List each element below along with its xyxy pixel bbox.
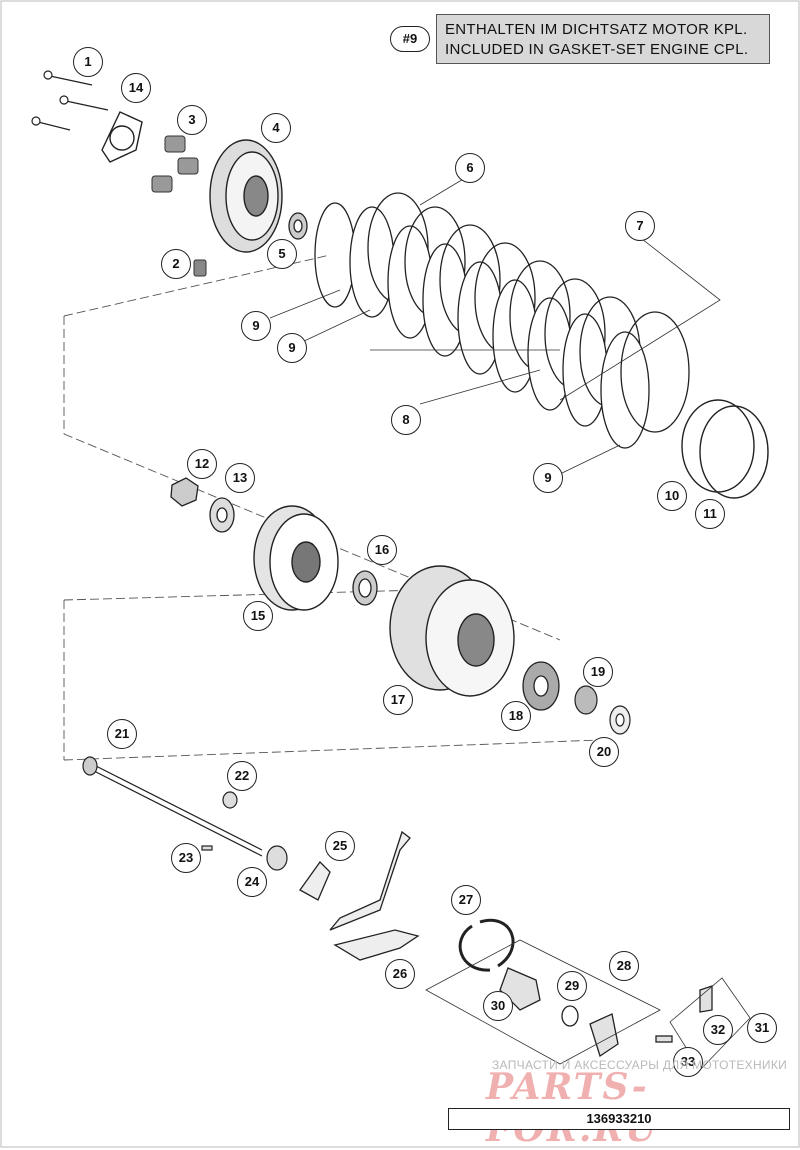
callout-29: 29	[557, 971, 587, 1001]
watermark-shop-text: ЗАПЧАСТИ И АКСЕССУАРЫ ДЛЯ МОТОТЕХНИКИ	[492, 1058, 788, 1072]
callout-9: 9	[241, 311, 271, 341]
gasket-set-note: ENTHALTEN IM DICHTSATZ MOTOR KPL. INCLUD…	[436, 14, 770, 64]
callout-25: 25	[325, 831, 355, 861]
callout-6: 6	[455, 153, 485, 183]
callout-12: 12	[187, 449, 217, 479]
callout-22: 22	[227, 761, 257, 791]
gear	[522, 661, 560, 711]
clutch-plates	[314, 192, 690, 449]
washer	[209, 497, 235, 533]
callout-9: 9	[277, 333, 307, 363]
callout-33: 33	[673, 1047, 703, 1077]
callout-14: 14	[121, 73, 151, 103]
callout-31: 31	[747, 1013, 777, 1043]
clutch-springs	[151, 135, 199, 193]
outer-basket	[389, 565, 515, 697]
callout-23: 23	[171, 843, 201, 873]
callout-17: 17	[383, 685, 413, 715]
release-lever	[299, 830, 420, 961]
callout-24: 24	[237, 867, 267, 897]
drawing-reference-number: 136933210	[448, 1108, 790, 1130]
callout-8: 8	[391, 405, 421, 435]
callout-7: 7	[625, 211, 655, 241]
leader-lines	[269, 174, 721, 475]
spacer-washer	[609, 705, 631, 735]
gasket-set-badge: #9	[390, 26, 430, 52]
note-line-german: ENTHALTEN IM DICHTSATZ MOTOR KPL.	[445, 21, 748, 38]
callout-3: 3	[177, 105, 207, 135]
callout-32: 32	[703, 1015, 733, 1045]
callout-18: 18	[501, 701, 531, 731]
push-rod	[82, 756, 263, 857]
callout-13: 13	[225, 463, 255, 493]
callout-16: 16	[367, 535, 397, 565]
callout-20: 20	[589, 737, 619, 767]
callout-2: 2	[161, 249, 191, 279]
callout-30: 30	[483, 991, 513, 1021]
wire-rings	[681, 399, 769, 499]
thrust-washer	[352, 570, 378, 606]
spring-retainer-plate	[101, 111, 143, 163]
callout-4: 4	[261, 113, 291, 143]
bearing	[288, 212, 308, 240]
callout-15: 15	[243, 601, 273, 631]
slave-cylinder	[499, 967, 713, 1058]
callout-5: 5	[267, 239, 297, 269]
callout-9: 9	[533, 463, 563, 493]
nut	[170, 477, 199, 507]
pressure-plate	[209, 139, 283, 253]
bolts	[31, 70, 109, 131]
note-line-english: INCLUDED IN GASKET-SET ENGINE CPL.	[445, 41, 749, 58]
callout-26: 26	[385, 959, 415, 989]
callout-19: 19	[583, 657, 613, 687]
callout-27: 27	[451, 885, 481, 915]
rotation-arrow	[458, 918, 515, 972]
callout-11: 11	[695, 499, 725, 529]
callout-28: 28	[609, 951, 639, 981]
inner-hub	[253, 505, 339, 611]
small-spring	[193, 259, 207, 277]
callout-21: 21	[107, 719, 137, 749]
small-parts	[201, 791, 288, 871]
needle-bearing	[574, 685, 598, 715]
callout-10: 10	[657, 481, 687, 511]
callout-1: 1	[73, 47, 103, 77]
